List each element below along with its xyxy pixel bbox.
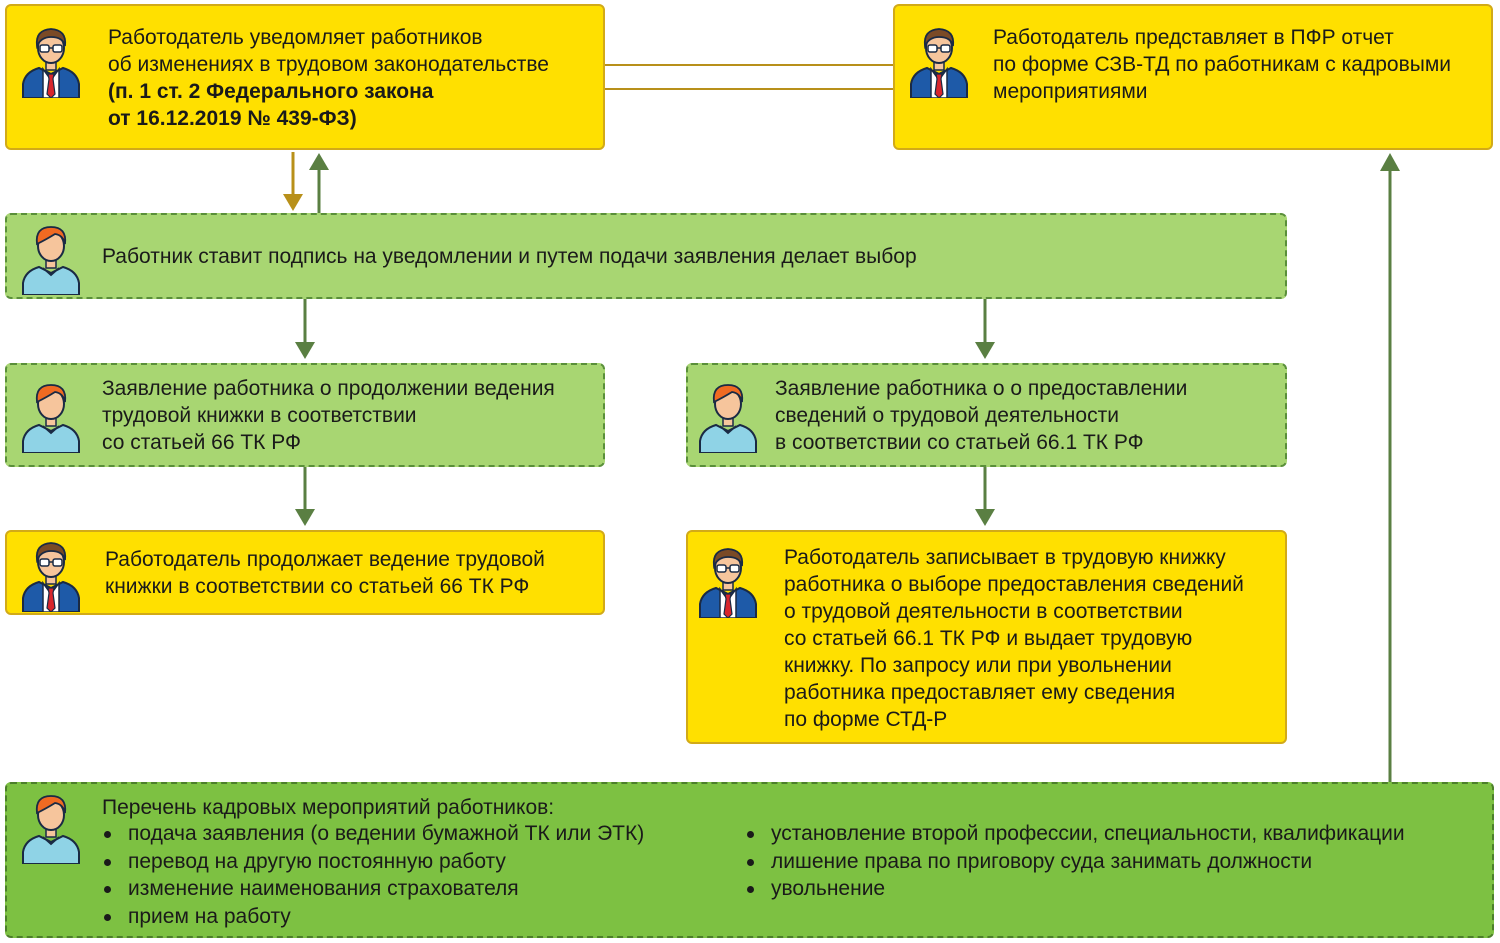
arrowhead-to-continue-66 — [295, 509, 315, 526]
list-item: прием на работу — [102, 903, 644, 931]
employee-icon — [22, 795, 80, 864]
application-66-box: Заявление работника о продолжении ведени… — [5, 363, 605, 467]
employer-notify-law-ref: (п. 1 ст. 2 Федерального закона от 16.12… — [108, 80, 434, 130]
employee-sign-box: Работник ставит подпись на уведомлении и… — [5, 213, 1287, 299]
arrowhead-to-record-661 — [975, 509, 995, 526]
arrowhead-list-to-report — [1380, 153, 1400, 171]
employee-icon — [22, 226, 80, 295]
businessman-icon — [699, 548, 757, 618]
employer-record-text: Работодатель записывает в трудовую книжк… — [784, 546, 1244, 731]
employer-continue-text: Работодатель продолжает ведение трудовой… — [105, 548, 545, 598]
arrowhead-to-choice-66 — [295, 342, 315, 359]
list-item: увольнение — [745, 875, 1405, 903]
arrowhead-sign-up — [309, 153, 329, 170]
bullet — [104, 886, 111, 893]
employer-record-box: Работодатель записывает в трудовую книжк… — [686, 530, 1287, 744]
bullet — [747, 886, 754, 893]
employer-notify-text: Работодатель уведомляет работников об из… — [108, 26, 549, 76]
arrowhead-notify-down — [283, 194, 303, 211]
hr-events-box: Перечень кадровых мероприятий работников… — [5, 782, 1494, 938]
employer-report-box: Работодатель представляет в ПФР отчет по… — [893, 4, 1493, 150]
list-item: лишение права по приговору суда занимать… — [745, 848, 1405, 876]
list-item: перевод на другую постоянную работу — [102, 848, 644, 876]
bullet — [104, 831, 111, 838]
businessman-icon — [910, 28, 968, 98]
businessman-icon — [22, 542, 80, 612]
employee-sign-text: Работник ставит подпись на уведомлении и… — [102, 245, 917, 268]
employer-report-text: Работодатель представляет в ПФР отчет по… — [993, 26, 1452, 103]
employer-notify-box: Работодатель уведомляет работников об из… — [5, 4, 605, 150]
employer-continue-box: Работодатель продолжает ведение трудовой… — [5, 530, 605, 615]
list-item: подача заявления (о ведении бумажной ТК … — [102, 820, 644, 848]
bullet — [104, 913, 111, 921]
employee-icon — [699, 384, 757, 453]
businessman-icon — [22, 28, 80, 98]
hr-events-right-list: установление второй профессии, специальн… — [745, 820, 1405, 903]
list-item: установление второй профессии, специальн… — [745, 820, 1405, 848]
application-661-box: Заявление работника о о предоставлении с… — [686, 363, 1287, 467]
application-661-text: Заявление работника о о предоставлении с… — [775, 377, 1188, 454]
bullet — [747, 831, 754, 838]
list-item: изменение наименования страхователя — [102, 875, 644, 903]
bullet — [104, 858, 111, 866]
bullet — [747, 858, 754, 866]
arrowhead-to-choice-661 — [975, 342, 995, 359]
hr-events-left-list: подача заявления (о ведении бумажной ТК … — [102, 820, 644, 930]
application-66-text: Заявление работника о продолжении ведени… — [102, 377, 555, 454]
hr-events-title: Перечень кадровых мероприятий работников… — [102, 796, 555, 819]
employee-icon — [22, 384, 80, 453]
